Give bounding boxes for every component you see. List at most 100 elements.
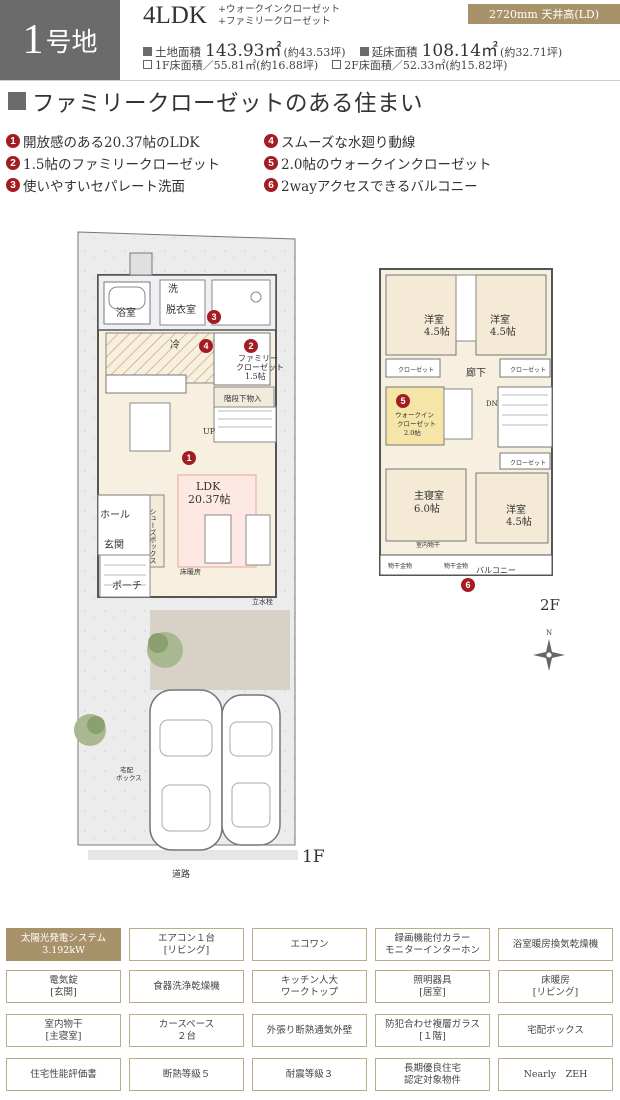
tree-icon <box>147 632 183 668</box>
floor-area-value: 108.14㎡ <box>421 41 499 61</box>
feature-text: 2.0帖のウォークインクローゼット <box>281 157 492 173</box>
equipment-cell: 断熱等級５ <box>129 1058 244 1091</box>
land-area-value: 143.93㎡ <box>205 41 282 61</box>
label-master-bedroom-size: 6.0帖 <box>414 502 440 515</box>
label-delivery-box: ボックス <box>116 774 142 782</box>
header-divider <box>0 80 620 81</box>
headline: ファミリークローゼットのある住まい <box>32 91 424 117</box>
feature-text: 2wayアクセスできるバルコニー <box>281 179 478 195</box>
land-area-label: 土地面積 <box>155 45 201 59</box>
area-summary-row: 土地面積 143.93㎡ (約43.53坪) 延床面積 108.14㎡ (約32… <box>143 36 562 61</box>
lot-suffix: 号地 <box>45 27 98 58</box>
label-closet: クローゼット <box>510 459 546 467</box>
number-marker: 3 <box>6 178 20 192</box>
feature-item: 3 使いやすいセパレート洗面 <box>6 175 185 195</box>
layout-features: +ウォークインクローゼット +ファミリークローゼット <box>218 4 340 28</box>
equipment-cell: 宅配ボックス <box>498 1014 613 1047</box>
square-bullet-icon <box>143 47 152 56</box>
equipment-cell: 住宅性能評価書 <box>6 1058 121 1091</box>
label-drying-hardware: 物干金物 <box>388 562 412 570</box>
marker-2: 2 <box>248 341 253 351</box>
square-outline-icon <box>332 60 342 69</box>
marker-4: 4 <box>203 341 208 351</box>
label-delivery-box: 宅配 <box>120 765 134 774</box>
number-marker: 1 <box>6 134 20 148</box>
label-walk-in-closet-size: 2.0帖 <box>404 428 421 437</box>
compass-icon: N <box>533 629 565 671</box>
floor-area-label: 延床面積 <box>371 45 418 59</box>
label-road: 道路 <box>172 868 190 880</box>
layout-feature-line: +ウォークインクローゼット <box>218 4 340 15</box>
label-shoe-box: シューズボックス <box>149 508 157 564</box>
equipment-cell: エアコン１台[リビング] <box>129 928 244 961</box>
layout-feature-line: +ファミリークローゼット <box>218 16 331 27</box>
marker-3: 3 <box>211 312 216 322</box>
equipment-cell: 長期優良住宅認定対象物件 <box>375 1058 490 1091</box>
label-family-closet-size: 1.5帖 <box>245 371 266 381</box>
label-floor-2f: 2F <box>540 596 560 614</box>
label-walk-in-closet: クローゼット <box>397 419 436 428</box>
car-right <box>221 694 281 846</box>
equipment-cell: 食器洗浄乾燥機 <box>129 970 244 1003</box>
lot-badge: 1 号地 <box>0 0 120 80</box>
land-area-tsubo: (約43.53坪) <box>283 46 346 59</box>
label-entrance: 玄関 <box>104 538 124 551</box>
label-floor-heating: 床暖房 <box>180 567 201 576</box>
number-marker: 5 <box>264 156 278 170</box>
floor-plan: 浴室 洗 脱衣室 冷 ファミリー クローゼット 1.5帖 階段下物入 UP LD… <box>74 231 565 880</box>
equipment-cell: 電気錠[玄関] <box>6 970 121 1003</box>
feature-item: 6 2wayアクセスできるバルコニー <box>264 175 478 195</box>
equipment-cell: 照明器具[居室] <box>375 970 490 1003</box>
label-corridor: 廊下 <box>466 366 486 379</box>
label-ldk-size: 20.37帖 <box>188 493 231 506</box>
marker-group-2f: 5 6 <box>396 394 475 592</box>
label-balcony: バルコニー <box>476 566 516 575</box>
label-wash: 洗 <box>168 283 178 295</box>
label-family-closet: ファミリー <box>238 354 278 363</box>
label-closet: クローゼット <box>510 366 546 374</box>
layout-type: 4LDK <box>143 2 207 29</box>
label-drying-hardware: 物干金物 <box>444 562 468 570</box>
label-room-se: 洋室 <box>506 503 526 516</box>
equipment-cell: Nearly ZEH <box>498 1058 613 1091</box>
house-1f <box>97 252 277 598</box>
floor2-area: 2F床面積／52.33㎡(約15.82坪) <box>344 59 508 72</box>
label-under-stair-storage: 階段下物入 <box>224 393 262 403</box>
label-room-se-size: 4.5帖 <box>506 515 532 528</box>
label-up: UP <box>203 427 216 436</box>
feature-text: スムーズな水廻り動線 <box>281 135 416 151</box>
feature-text: 使いやすいセパレート洗面 <box>23 179 185 195</box>
feature-item: 5 2.0帖のウォークインクローゼット <box>264 153 491 173</box>
equipment-cell: 浴室暖房換気乾燥機 <box>498 928 613 961</box>
equipment-cell: 室内物干[主寝室] <box>6 1014 121 1047</box>
label-room-w: 洋室 <box>424 313 444 326</box>
square-outline-icon <box>143 60 152 69</box>
label-room-e-size: 4.5帖 <box>490 325 516 338</box>
floor-area-tsubo: (約32.71坪) <box>500 46 563 59</box>
label-fridge: 冷 <box>170 338 180 351</box>
floor1-area: 1F床面積／55.81㎡(約16.88坪) <box>155 59 319 72</box>
label-family-closet: クローゼット <box>236 362 284 372</box>
lot-number: 1 <box>22 17 44 63</box>
number-marker: 6 <box>264 178 278 192</box>
equipment-cell: キッチン人大ワークトップ <box>252 970 367 1003</box>
label-room-e: 洋室 <box>490 313 510 326</box>
label-bath: 浴室 <box>116 306 136 319</box>
label-faucet: 立水栓 <box>252 597 273 606</box>
label-dressing: 脱衣室 <box>166 303 196 316</box>
marker-6: 6 <box>465 580 470 590</box>
label-ldk: LDK <box>196 480 221 493</box>
house-2f <box>379 268 553 576</box>
feature-text: 開放感のある20.37帖のLDK <box>23 135 200 151</box>
tree-icon <box>74 714 106 746</box>
equipment-cell: エコワン <box>252 928 367 961</box>
label-master-bedroom: 主寝室 <box>414 489 444 502</box>
square-bullet-icon <box>359 47 369 56</box>
label-indoor-drying: 室内物干 <box>416 541 440 549</box>
equipment-cell: 防犯合わせ複層ガラス[１階] <box>375 1014 490 1047</box>
marker-5: 5 <box>400 396 405 406</box>
label-closet: クローゼット <box>398 366 434 374</box>
label-north: N <box>546 629 552 637</box>
label-porch: ポーチ <box>112 580 142 592</box>
